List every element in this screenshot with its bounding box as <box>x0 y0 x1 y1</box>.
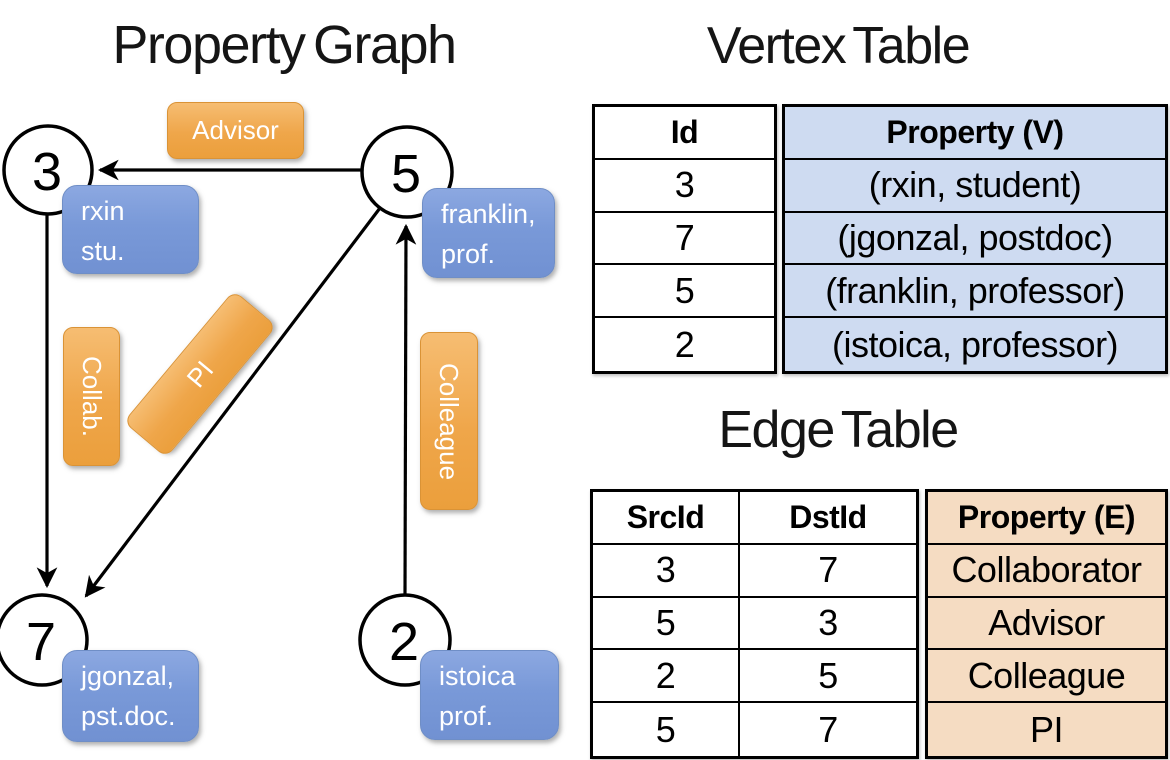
vertex-card-istoica-line1: istoica <box>439 661 516 691</box>
vertex-table-property-column: Property (V) (rxin, student) (jgonzal, p… <box>782 104 1168 374</box>
vertex-table-id-cell: 5 <box>595 265 774 319</box>
edge-table-property-column: Property (E) Collaborator Advisor Collea… <box>925 489 1168 759</box>
edge-table-property-cell: Advisor <box>928 598 1165 651</box>
edge-label-advisor: Advisor <box>167 102 304 159</box>
vertex-table-id-column: Id 3 7 5 2 <box>592 104 777 374</box>
node-5-label: 5 <box>391 144 421 204</box>
vertex-card-rxin-line1: rxin <box>81 196 125 226</box>
vertex-card-rxin: rxin stu. <box>62 185 199 274</box>
edge-pi-5-to-7 <box>84 207 382 598</box>
edge-label-collaborator: Collab. <box>63 327 120 466</box>
vertex-card-franklin-line2: prof. <box>441 239 496 269</box>
vertex-card-jgonzal-line1: jgonzal, <box>81 661 175 691</box>
vertex-card-istoica: istoica prof. <box>420 650 559 740</box>
edge-table-id-columns: SrcId DstId 3 7 5 3 2 5 5 7 <box>590 489 919 759</box>
edge-table-dstid-cell: 7 <box>818 708 838 750</box>
edge-table-dstid-cell: 5 <box>818 654 838 696</box>
node-2-label: 2 <box>389 612 419 672</box>
vertex-card-jgonzal: jgonzal, pst.doc. <box>62 650 199 742</box>
vertex-table-property-header: Property (V) <box>785 107 1165 160</box>
vertex-table-property-cell: (rxin, student) <box>785 160 1165 213</box>
edge-table-title: Edge Table <box>718 401 959 459</box>
vertex-card-franklin-line1: franklin, <box>441 199 536 229</box>
vertex-card-franklin: franklin, prof. <box>422 188 555 278</box>
node-7-label: 7 <box>26 612 56 672</box>
property-graph-drawing: 3 5 7 2 <box>0 124 454 687</box>
vertex-table-id-cell: 2 <box>674 323 695 365</box>
vertex-table-title: Vertex Table <box>706 17 971 75</box>
edge-label-advisor-text: Advisor <box>192 115 279 145</box>
edge-table-property-cell: Colleague <box>928 650 1165 704</box>
edge-table-dstid-header: DstId <box>789 498 867 535</box>
edge-table-srcid-cell: 5 <box>593 703 740 756</box>
vertex-table-id-cell: 3 <box>595 160 774 213</box>
edge-label-colleague: Colleague <box>420 332 478 510</box>
edge-label-pi-text: PI <box>180 354 220 393</box>
edge-table-srcid-header: SrcId <box>593 492 740 543</box>
edge-table-srcid-cell: 3 <box>593 544 740 596</box>
vertex-table-property-cell: (franklin, professor) <box>785 265 1165 319</box>
edge-table-srcid-cell: 5 <box>593 597 740 649</box>
edge-label-collaborator-text: Collab. <box>77 356 107 437</box>
edge-colleague-2-to-5 <box>395 223 417 595</box>
node-3-label: 3 <box>32 142 62 202</box>
vertex-table-id-cell: 7 <box>595 213 774 266</box>
edge-table-property-header: Property (E) <box>928 492 1165 545</box>
edge-table-property-cell: PI <box>1029 708 1064 750</box>
edge-table-srcid-cell: 2 <box>593 650 740 702</box>
vertex-table-property-cell: (jgonzal, postdoc) <box>785 213 1165 266</box>
vertex-card-istoica-line2: prof. <box>439 701 494 731</box>
vertex-card-jgonzal-line2: pst.doc. <box>81 701 176 731</box>
vertex-card-rxin-line2: stu. <box>81 236 125 266</box>
edge-table-dstid-cell: 7 <box>818 549 838 591</box>
vertex-table-id-header: Id <box>595 107 774 160</box>
property-graph-title: Property Graph <box>112 15 457 75</box>
edge-table-dstid-cell: 3 <box>818 601 838 643</box>
edge-table-property-cell: Collaborator <box>928 545 1165 598</box>
edge-label-colleague-text: Colleague <box>434 362 465 480</box>
vertex-table-property-cell: (istoica, professor) <box>831 323 1119 365</box>
